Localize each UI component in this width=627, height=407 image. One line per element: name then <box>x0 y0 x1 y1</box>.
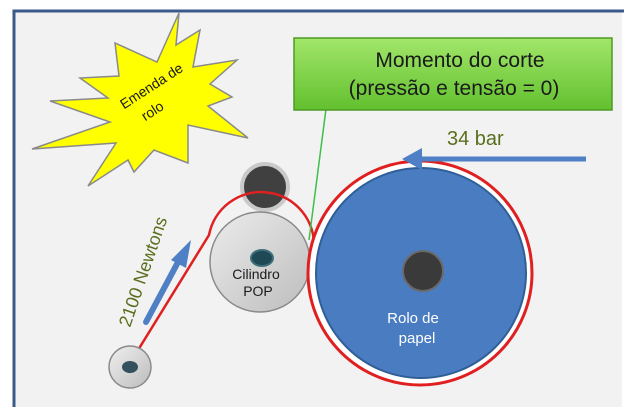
paper-roll-core <box>402 250 444 292</box>
tension-arrow <box>143 240 191 325</box>
top-roller <box>240 162 290 212</box>
pop-cylinder-label-line2: POP <box>243 283 273 299</box>
diagram-frame <box>12 9 624 407</box>
pressure-label: 34 bar <box>447 128 504 150</box>
paper-roll-label-line1: Rolo de <box>387 310 439 327</box>
pressure-arrow <box>402 148 586 170</box>
pop-cylinder-label-line1: Cilindro <box>232 266 280 282</box>
callout-line2: (pressão e tensão = 0) <box>349 77 560 100</box>
callout-box <box>293 37 613 111</box>
paper-web-line <box>117 190 316 382</box>
idler-roll-hub <box>122 361 138 373</box>
paper-roll-label-line2: papel <box>399 330 436 347</box>
callout-line1: Momento do corte <box>375 49 544 72</box>
starburst <box>31 12 249 187</box>
callout-pointer <box>308 108 327 241</box>
pop-cylinder-hub <box>250 249 274 267</box>
